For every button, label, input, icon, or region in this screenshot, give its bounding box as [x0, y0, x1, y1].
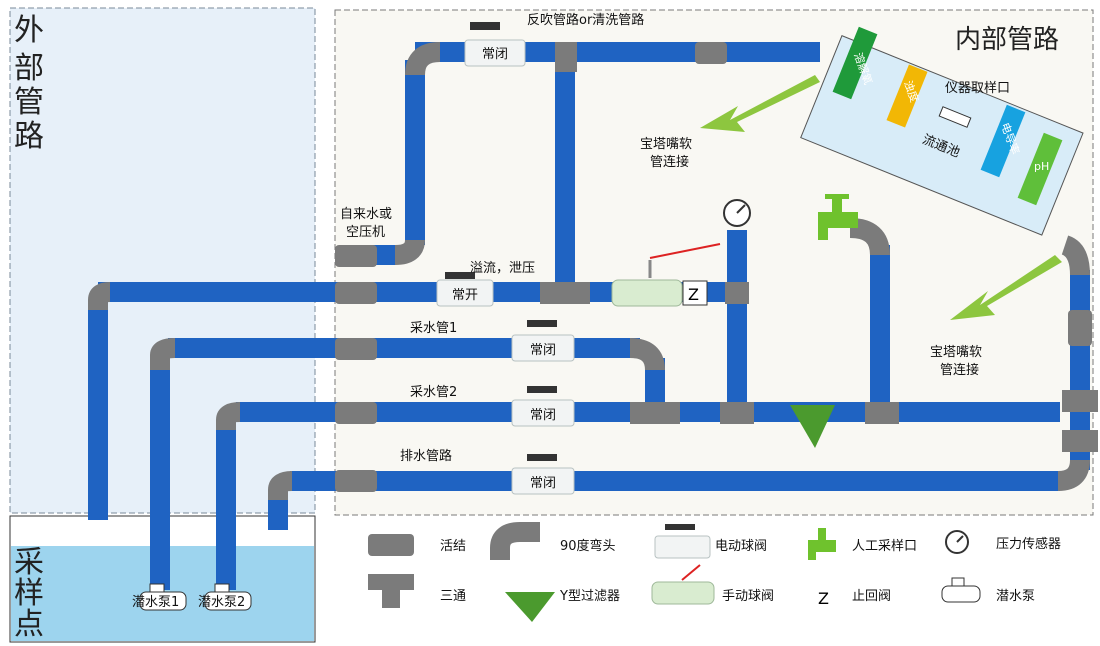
legend-electric-valve-label: 电动球阀	[715, 539, 767, 554]
sampling-tap-icon[interactable]	[818, 194, 858, 240]
pipe-overflow-out	[88, 282, 345, 520]
sensor-conductivity	[980, 104, 1026, 178]
svg-text:常闭: 常闭	[482, 47, 508, 62]
valve-drain[interactable]: 常闭	[511, 454, 575, 495]
label-sampling-pipe-1: 采水管1	[410, 321, 457, 336]
legend-y-filter-icon	[505, 592, 555, 622]
label-drain: 排水管路	[400, 448, 452, 464]
manual-ball-valve[interactable]	[611, 243, 721, 307]
svg-text:Z: Z	[688, 285, 699, 304]
legend-manual-valve-icon	[651, 581, 715, 605]
svg-text:常开: 常开	[452, 288, 478, 303]
label-hose-right-1: 宝塔嘴软	[930, 345, 982, 360]
instrument-port-label: 仪器取样口	[945, 81, 1010, 96]
legend-pressure-sensor-label: 压力传感器	[996, 536, 1061, 552]
external-region-title-4: 路	[14, 119, 44, 154]
internal-region-title: 内部管路	[955, 25, 1059, 55]
pump-1[interactable]: 潜水泵1	[132, 583, 187, 611]
svg-text:常闭: 常闭	[530, 476, 556, 491]
valve-overflow[interactable]: 常开	[436, 272, 494, 307]
legend-pressure-gauge-icon	[945, 530, 969, 554]
external-region-title-3: 管	[14, 85, 44, 120]
valve-backflush[interactable]: 常闭	[464, 22, 526, 67]
sampling-title-2: 样	[14, 576, 44, 611]
elbow	[268, 471, 293, 500]
legend-sampling-port-icon	[808, 528, 836, 560]
legend-tee-label: 三通	[440, 589, 466, 604]
legend-elbow-label: 90度弯头	[560, 538, 616, 554]
valve-sampling-2[interactable]: 常闭	[511, 386, 575, 427]
elbow	[1060, 235, 1090, 276]
elbow	[150, 338, 176, 370]
label-tapwater: 自来水或	[340, 207, 392, 222]
svg-text:常闭: 常闭	[530, 408, 556, 423]
external-region-title-2: 部	[14, 51, 44, 86]
instrument-port	[938, 106, 972, 128]
pressure-gauge-icon	[723, 199, 751, 227]
sensor-do	[832, 26, 878, 100]
elbow	[1057, 459, 1090, 491]
legend-manual-valve-label: 手动球阀	[722, 589, 774, 604]
flow-cell	[800, 35, 1084, 236]
legend-tee-icon	[368, 574, 414, 608]
legend-pump-icon-top	[951, 577, 965, 587]
sensor-label-ph: pH	[1034, 160, 1049, 173]
legend-pump-label: 潜水泵	[996, 589, 1035, 604]
label-sampling-pipe-2: 采水管2	[410, 385, 457, 400]
legend-union-icon	[368, 534, 414, 556]
legend-y-filter-label: Y型过滤器	[559, 589, 620, 604]
elbow	[88, 282, 111, 310]
sampling-title-3: 点	[14, 607, 44, 642]
legend: 活结 90度弯头 电动球阀 人工采样口 压力传感器 三通 Y型过滤器 手动球阀 …	[368, 522, 1061, 622]
pump-2-label: 潜水泵2	[198, 595, 245, 610]
label-hose-right-2: 管连接	[940, 362, 979, 378]
union-joints	[335, 42, 1098, 492]
legend-elbow-icon	[490, 522, 540, 560]
check-valve: Z	[682, 280, 708, 306]
y-filter	[790, 405, 835, 448]
legend-union-label: 活结	[440, 539, 466, 554]
label-backflush: 反吹管路or清洗管路	[527, 12, 644, 28]
sensor-turbidity	[886, 64, 928, 128]
legend-manual-valve-handle	[681, 564, 701, 581]
legend-electric-valve-handle	[665, 524, 695, 530]
elbow	[405, 42, 441, 76]
sensor-ph	[1017, 132, 1063, 206]
legend-check-valve-icon: Z	[818, 589, 829, 608]
elbow	[216, 402, 241, 430]
legend-sampling-port-label: 人工采样口	[852, 539, 917, 554]
external-region-title-1: 外	[14, 13, 44, 48]
hose-arrow-right	[950, 255, 1062, 320]
label-overflow: 溢流，泄压	[470, 261, 535, 276]
valve-sampling-1[interactable]: 常闭	[511, 320, 575, 362]
pump-2[interactable]: 潜水泵2	[198, 583, 252, 611]
label-hose-top-1: 宝塔嘴软	[640, 137, 692, 152]
elbow	[394, 239, 425, 265]
svg-text:常闭: 常闭	[530, 343, 556, 358]
legend-pump-icon	[941, 585, 981, 603]
legend-electric-valve-icon	[654, 535, 711, 559]
elbow	[629, 338, 665, 371]
hose-arrow-top	[700, 75, 820, 132]
label-air-compressor: 空压机	[346, 225, 385, 240]
legend-check-valve-label: 止回阀	[852, 589, 891, 604]
label-hose-top-2: 管连接	[650, 154, 689, 170]
elbow	[849, 218, 890, 256]
sampling-title-1: 采	[14, 545, 44, 580]
pump-1-label: 潜水泵1	[132, 595, 179, 610]
